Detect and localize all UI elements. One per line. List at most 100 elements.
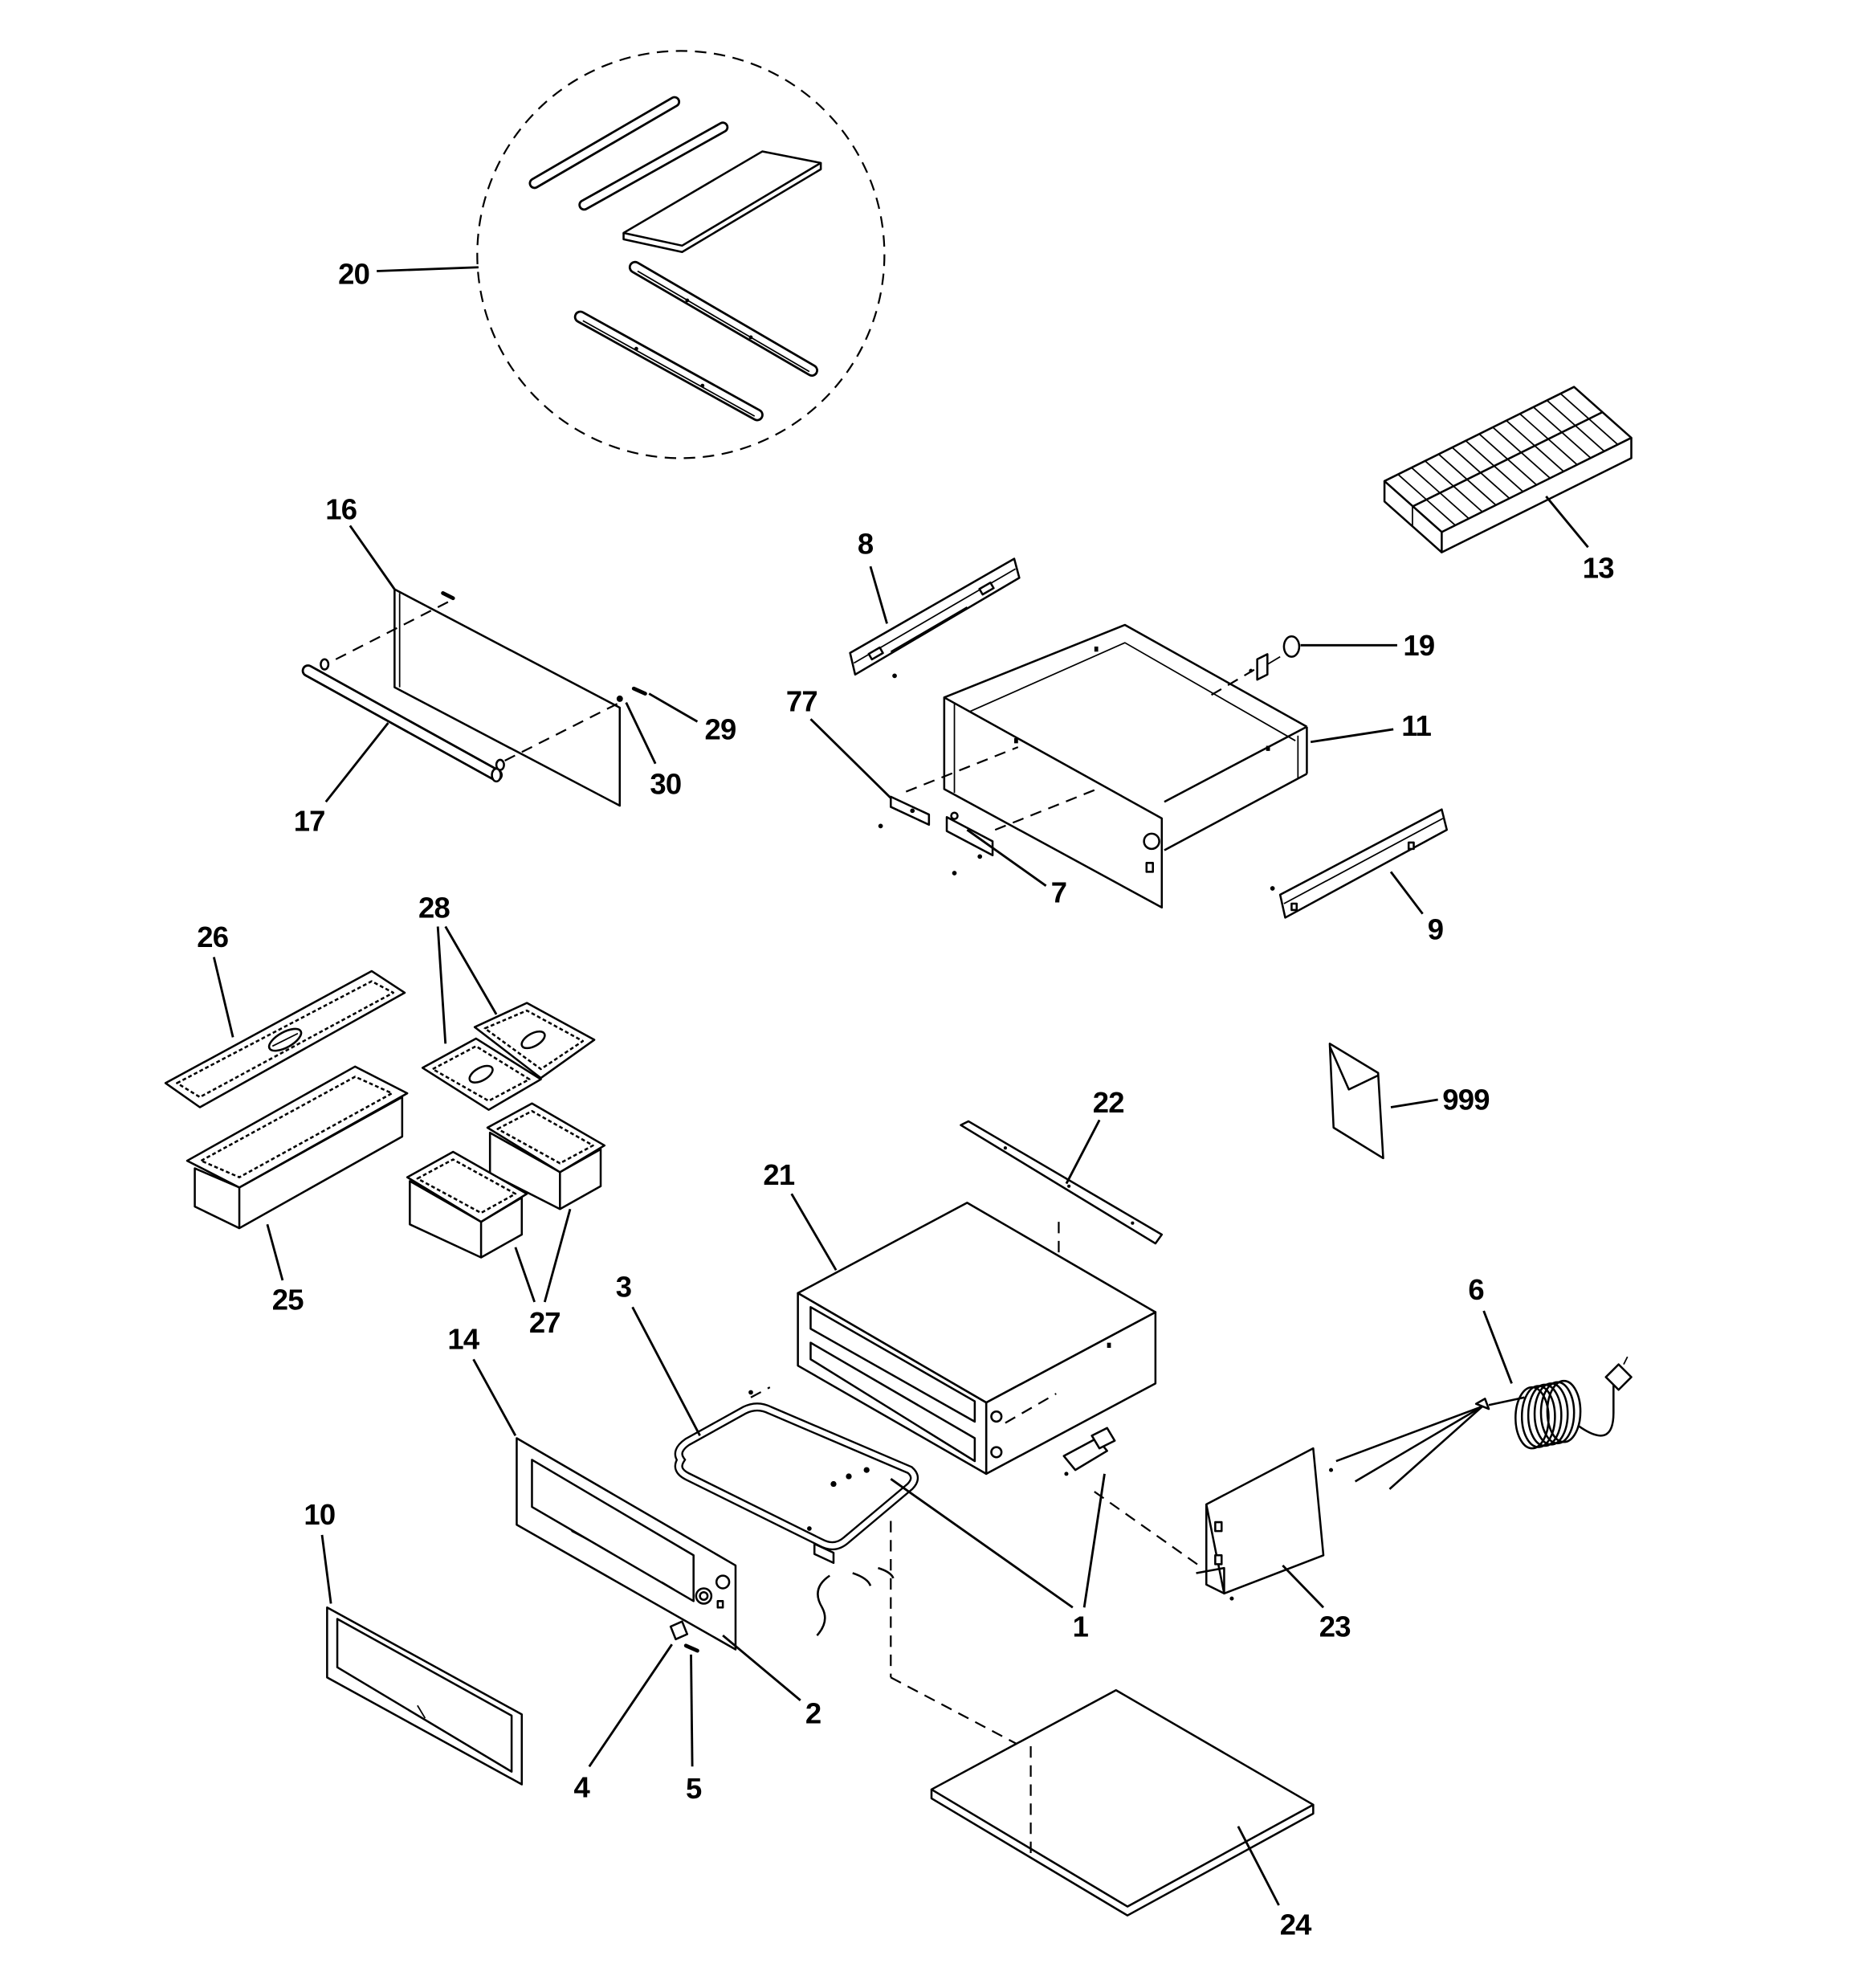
callout-16: 16	[325, 492, 357, 525]
callout-labels: 20 16 8 13 19 77 11 29 30 17 7 9 28 26 2…	[197, 257, 1614, 1941]
rack-wire	[1437, 453, 1497, 506]
callout-25: 25	[272, 1283, 304, 1316]
callout-28: 28	[418, 891, 450, 924]
leader-line-20	[377, 266, 479, 272]
callout-5: 5	[686, 1772, 702, 1805]
leader-line-999	[1390, 1098, 1438, 1108]
callout-6: 6	[1468, 1273, 1483, 1306]
part-3-element	[674, 1390, 919, 1636]
rack-wire	[1533, 406, 1592, 459]
part-28-lids	[421, 1002, 596, 1111]
callout-4: 4	[574, 1770, 591, 1803]
rack-wire	[1411, 467, 1470, 520]
leader-line-26	[212, 957, 234, 1038]
callout-20: 20	[338, 257, 369, 290]
leader-line-4	[588, 1643, 673, 1768]
callout-17: 17	[294, 805, 325, 838]
rack-wire	[1546, 399, 1605, 452]
part-26-lid	[164, 970, 406, 1108]
callout-21: 21	[763, 1158, 794, 1191]
part-20-kit	[476, 50, 886, 459]
callout-23: 23	[1319, 1610, 1351, 1643]
leader-line-27b	[543, 1208, 572, 1303]
part-19-knob	[1249, 635, 1301, 681]
part-17-rod	[301, 658, 505, 783]
part-6-cord	[1335, 1356, 1633, 1490]
callout-2: 2	[805, 1696, 821, 1729]
part-14-door	[516, 1437, 737, 1651]
leader-line-17	[324, 722, 389, 803]
rack-wire	[1425, 460, 1483, 512]
callout-30: 30	[650, 768, 681, 801]
leader-line-16	[349, 525, 396, 590]
kit-boundary-circle	[476, 50, 886, 459]
leader-line-29	[648, 692, 699, 723]
callout-77: 77	[786, 685, 817, 718]
callout-7: 7	[1051, 876, 1066, 908]
rack-wire	[1478, 433, 1538, 486]
callout-24: 24	[1280, 1908, 1312, 1941]
callout-29: 29	[704, 713, 736, 746]
leader-line-25	[266, 1223, 284, 1281]
leader-line-27a	[514, 1247, 536, 1303]
part-10-frame	[326, 1606, 524, 1786]
rack-wire	[1519, 413, 1578, 466]
callout-999: 999	[1442, 1084, 1489, 1116]
leader-line-28b	[444, 925, 498, 1015]
part-23-bracket	[1196, 1447, 1334, 1601]
part-30-pin	[616, 695, 623, 702]
callout-22: 22	[1093, 1086, 1124, 1119]
leader-line-13	[1545, 496, 1589, 549]
part-11-drawer	[905, 623, 1308, 909]
callout-27: 27	[529, 1306, 561, 1339]
leader-line-3	[631, 1306, 701, 1436]
rack-wire	[1559, 393, 1619, 446]
part-1-hardware	[830, 1427, 1116, 1488]
leader-line-5	[690, 1654, 694, 1767]
part-8-rail	[849, 557, 1021, 679]
leader-line-8	[869, 565, 888, 624]
leader-line-1b	[1082, 1473, 1106, 1608]
callout-14: 14	[447, 1323, 479, 1356]
callout-11: 11	[1401, 709, 1431, 742]
part-4-knob	[669, 1620, 689, 1641]
callout-3: 3	[616, 1271, 631, 1304]
part-77-bracket	[878, 795, 931, 829]
leader-line-1a	[890, 1478, 1074, 1609]
part-24-plate	[930, 1688, 1315, 1917]
leader-line-11	[1310, 728, 1394, 744]
leader-line-21	[790, 1193, 838, 1272]
leader-line-7	[966, 828, 1047, 887]
leader-line-24	[1237, 1826, 1280, 1906]
leader-line-77	[809, 718, 892, 799]
part-29-pin	[631, 686, 647, 696]
rack-wire	[1465, 440, 1524, 492]
part-25-pan	[185, 1065, 409, 1230]
callout-9: 9	[1428, 912, 1443, 945]
leader-line-22	[1065, 1119, 1101, 1185]
callout-26: 26	[197, 921, 228, 953]
part-22-strip	[960, 1120, 1164, 1271]
leader-line-2	[722, 1634, 801, 1701]
leader-line-10	[320, 1534, 332, 1604]
rack-wire	[1397, 473, 1456, 526]
rack-wire	[1451, 447, 1510, 500]
leader-line-23	[1282, 1564, 1325, 1609]
part-5-pin	[683, 1643, 699, 1653]
part-16-panel	[328, 588, 622, 807]
leader-lines	[212, 266, 1589, 1906]
callout-10: 10	[304, 1498, 335, 1531]
rack-wire	[1492, 427, 1551, 479]
leader-line-6	[1482, 1310, 1513, 1384]
callout-1: 1	[1073, 1610, 1089, 1643]
part-999-document	[1328, 1043, 1384, 1160]
part-27-pans	[406, 1102, 606, 1259]
part-9-rail	[1270, 808, 1448, 919]
part-13-rack	[1383, 386, 1633, 553]
callout-19: 19	[1403, 629, 1434, 662]
leader-line-30	[625, 702, 657, 765]
leader-line-28a	[436, 926, 447, 1044]
callout-8: 8	[858, 527, 874, 560]
part-21-case	[750, 1202, 1204, 1753]
